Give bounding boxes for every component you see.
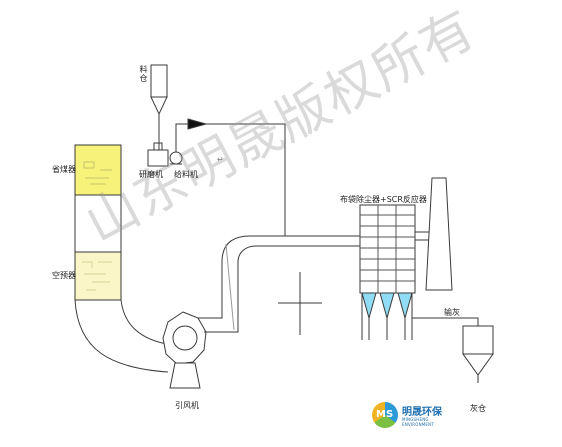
ash-silo [462, 325, 494, 383]
silo-cone [150, 96, 168, 116]
duct-fan-to-scr-inner [204, 245, 360, 333]
hopper-3 [397, 292, 413, 320]
induced-fan-rotor [172, 325, 198, 351]
label-economizer: 省煤器 [52, 165, 76, 174]
scr-reactor-layers [360, 214, 415, 282]
silo [150, 64, 168, 150]
feed-line-arrow [187, 118, 208, 130]
cross-mark [278, 272, 322, 335]
brand-mark-icon: MS [372, 402, 398, 428]
preheater-tubes [82, 261, 112, 291]
ash-silo-cone [462, 353, 494, 376]
economizer-tubes [83, 161, 112, 185]
brand-logo: MS 明晟环保 MINGSHENG ENVIRONMENT [372, 400, 452, 434]
scr-support-legs [361, 293, 413, 340]
induced-fan-base [169, 362, 201, 389]
stray-mark: ↵ [217, 155, 224, 164]
induced-fan [162, 311, 207, 389]
duct-boiler-to-fan-outer [74, 299, 169, 373]
label-induced-fan: 引风机 [175, 401, 199, 410]
mill-box [147, 149, 169, 167]
feed-line-to-duct [206, 123, 286, 236]
scr-reactor-body [359, 204, 416, 294]
feed-line-up [175, 123, 192, 152]
label-air-preheater: 空预器 [52, 271, 76, 280]
scr-reactor [359, 204, 416, 340]
label-mill: 研磨机 [139, 170, 163, 179]
ash-silo-body [462, 325, 494, 355]
label-silo: 料仓 [139, 65, 148, 83]
mill-hopper [153, 142, 163, 150]
boiler-tower [74, 144, 122, 301]
hopper-2 [379, 292, 395, 320]
ash-conveyor-line [412, 317, 479, 326]
label-ash-conveyor: 输灰 [444, 308, 460, 317]
scr-reactor-dividers [377, 205, 397, 293]
hopper-legs [368, 318, 406, 340]
brand-subtitle: MINGSHENG ENVIRONMENT [402, 417, 434, 427]
duct-fan-to-scr-hatch [225, 243, 235, 331]
chimney [425, 177, 453, 291]
hopper-1 [361, 292, 377, 320]
induced-fan-casing [162, 311, 207, 365]
economizer-section [74, 144, 122, 196]
label-feeder: 给料机 [174, 170, 198, 179]
silo-body [150, 64, 168, 98]
brand-name: 明晟环保 [402, 407, 442, 418]
duct-fan-to-scr-outer [198, 235, 360, 319]
label-scr-reactor: 布袋除尘器+SCR反应器 [340, 195, 427, 204]
label-ash-silo: 灰仓 [470, 404, 486, 413]
air-preheater-section [74, 251, 122, 301]
